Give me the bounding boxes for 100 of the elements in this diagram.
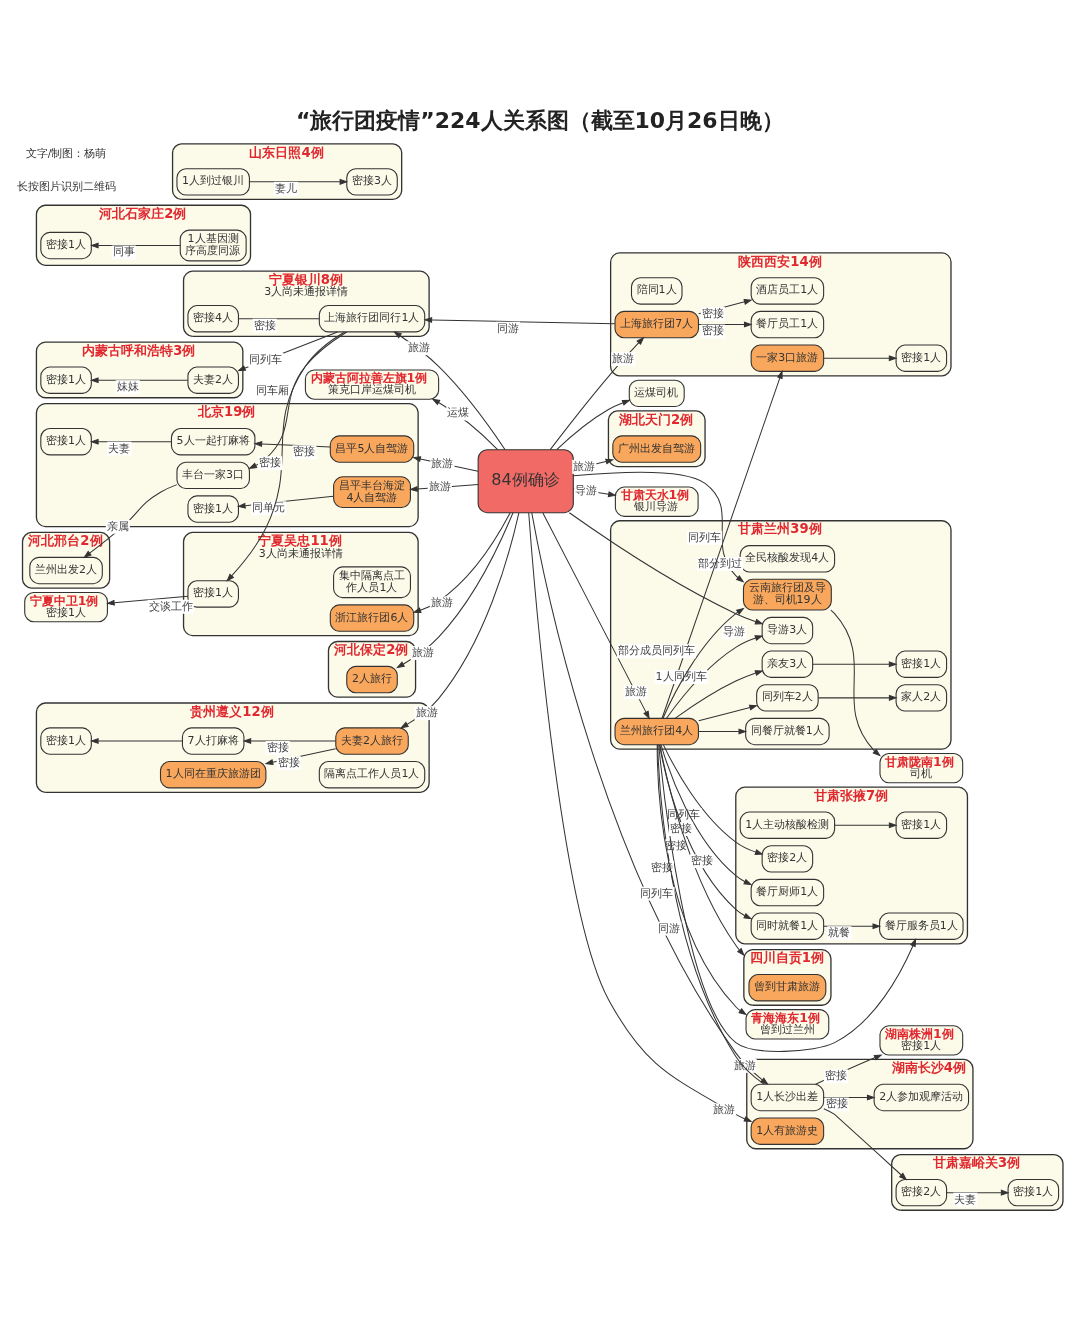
node-box: 夫妻2人旅行 bbox=[335, 727, 409, 755]
edge-label: 同游 bbox=[658, 921, 681, 935]
arrow bbox=[556, 399, 631, 451]
arrow bbox=[823, 355, 898, 362]
node-box: 酒店员工1人 bbox=[750, 277, 825, 305]
edge-label: 密接 bbox=[266, 740, 289, 754]
edge-label: 夫妻 bbox=[954, 1192, 977, 1206]
node-box: 密接1人 bbox=[895, 811, 948, 839]
arrow bbox=[946, 1189, 1010, 1196]
label: 长按图片识别二维码 bbox=[16, 180, 116, 194]
node-box: 宁夏中卫1例 密接1人 bbox=[24, 591, 108, 623]
edge-label: 同列车 bbox=[640, 886, 674, 900]
arrow bbox=[698, 321, 753, 328]
node-box: 丰台一家3口 bbox=[176, 461, 250, 490]
node-box: 密接1人 bbox=[1007, 1178, 1060, 1207]
arrow bbox=[89, 438, 172, 445]
edge-label: 旅游 bbox=[430, 596, 453, 610]
edge-label: 同车厢 bbox=[255, 384, 289, 398]
edge-label: 旅游 bbox=[713, 1103, 736, 1117]
arrow bbox=[423, 316, 616, 325]
edge-label: 就餐 bbox=[828, 926, 851, 940]
node-box: 餐厅服务员1人 bbox=[879, 912, 964, 940]
node-box: 密接1人 bbox=[40, 231, 92, 260]
arrow bbox=[431, 398, 499, 451]
arrow bbox=[89, 242, 181, 249]
arrow bbox=[242, 738, 337, 745]
node-box: 兰州出发2人 bbox=[29, 556, 103, 585]
node-box: 一家3口旅游 bbox=[750, 344, 825, 372]
node-box: 昌平5人自驾游 bbox=[329, 435, 415, 463]
node-box: 同列车2人 bbox=[756, 684, 819, 712]
arrow bbox=[393, 331, 506, 451]
node-box: 1人到过银川 bbox=[176, 168, 250, 196]
arrow bbox=[83, 484, 178, 559]
node-box: 上海旅行团7人 bbox=[614, 310, 699, 339]
edge-label: 1人同列车 bbox=[655, 669, 707, 683]
node-box: 陪同1人 bbox=[630, 277, 683, 305]
arrow bbox=[817, 694, 898, 701]
node-box: 云南旅行团及导游、司机19人 bbox=[742, 578, 832, 611]
edge-label: 亲属 bbox=[106, 519, 129, 533]
arrow bbox=[666, 635, 764, 719]
arrow bbox=[396, 512, 514, 669]
arrow bbox=[661, 370, 783, 719]
node-box: 浙江旅行团6人 bbox=[329, 604, 415, 632]
edge-label: 密接 bbox=[277, 756, 300, 770]
edge-label: 旅游 bbox=[733, 1058, 756, 1072]
node-box: 内蒙古阿拉善左旗1例 策克口岸运煤司机 bbox=[304, 369, 440, 400]
node-box: 密接1人 bbox=[895, 650, 948, 678]
node-box: 导游3人 bbox=[761, 616, 814, 645]
edge-label: 密接 bbox=[253, 318, 276, 332]
edge-label: 密接 bbox=[701, 324, 724, 338]
node-box: 同时就餐1人 bbox=[750, 912, 825, 940]
edge-label: 妻儿 bbox=[275, 181, 298, 195]
connector bbox=[238, 318, 320, 320]
node-box: 密接1人 bbox=[40, 366, 92, 394]
arrow bbox=[549, 336, 645, 451]
edge-label: 妹妹 bbox=[116, 380, 139, 394]
edge-label: 密接 bbox=[824, 1069, 847, 1083]
node-box: 1人有旅游史 bbox=[750, 1117, 825, 1145]
arrow bbox=[698, 704, 758, 722]
node-box: 密接1人 bbox=[40, 727, 92, 755]
node-box: 密接1人 bbox=[40, 427, 92, 456]
node-box: 84例确诊 bbox=[477, 449, 574, 514]
edge-label: 密接 bbox=[691, 854, 714, 868]
node-box: 密接2人 bbox=[895, 1178, 948, 1207]
arrow bbox=[248, 178, 349, 185]
node-box: 密接1人 bbox=[187, 495, 239, 523]
edge-label: 导游 bbox=[723, 625, 746, 639]
node-box: 餐厅员工1人 bbox=[750, 310, 825, 339]
node-box: 2人旅行 bbox=[346, 665, 398, 694]
node-box: 隔离点工作人员1人 bbox=[318, 761, 426, 789]
edge-label: 密接 bbox=[293, 445, 316, 459]
edge-label: 运煤 bbox=[447, 406, 470, 420]
arrow bbox=[698, 728, 748, 735]
node-box: 密接1人 bbox=[895, 344, 948, 372]
edge-label: 交谈工作 bbox=[148, 599, 193, 613]
edge-label: 旅游 bbox=[428, 480, 451, 494]
node-box: 甘肃天水1例 银川导游 bbox=[614, 486, 699, 517]
node-box: 2人参加观摩活动 bbox=[873, 1083, 970, 1112]
edge-label: 导游 bbox=[575, 483, 598, 497]
edge-label: 密接 bbox=[670, 821, 693, 835]
edge-label: 旅游 bbox=[573, 459, 596, 473]
arrow bbox=[89, 738, 183, 745]
node-box: 同餐厅就餐1人 bbox=[745, 717, 830, 746]
node-box: 1人同在重庆旅游团 bbox=[159, 761, 267, 789]
edge-label: 旅游 bbox=[407, 341, 430, 355]
node-box: 密接2人 bbox=[761, 845, 814, 873]
node-box: 家人2人 bbox=[895, 684, 948, 712]
node-box: 运煤司机 bbox=[628, 379, 685, 408]
node-box: 密接3人 bbox=[346, 168, 398, 196]
node-box: 餐厅厨师1人 bbox=[750, 878, 825, 907]
node-box: 密接4人 bbox=[187, 305, 239, 333]
node-box: 甘肃陇南1例 司机 bbox=[879, 752, 964, 784]
node-box: 集中隔离点工作人员1人 bbox=[333, 566, 411, 599]
diagram-title: “旅行团疫情”224人关系图（截至10月26日晚） bbox=[295, 107, 784, 133]
edge-label: 密接 bbox=[701, 306, 724, 320]
label: 文字/制图：杨萌 bbox=[25, 146, 107, 160]
node-box: 曾到甘肃旅游 bbox=[748, 974, 827, 1002]
arrow bbox=[812, 661, 898, 668]
node-box: 昌平丰台海淀4人自驾游 bbox=[333, 476, 411, 509]
edge-label: 密接 bbox=[825, 1097, 848, 1111]
